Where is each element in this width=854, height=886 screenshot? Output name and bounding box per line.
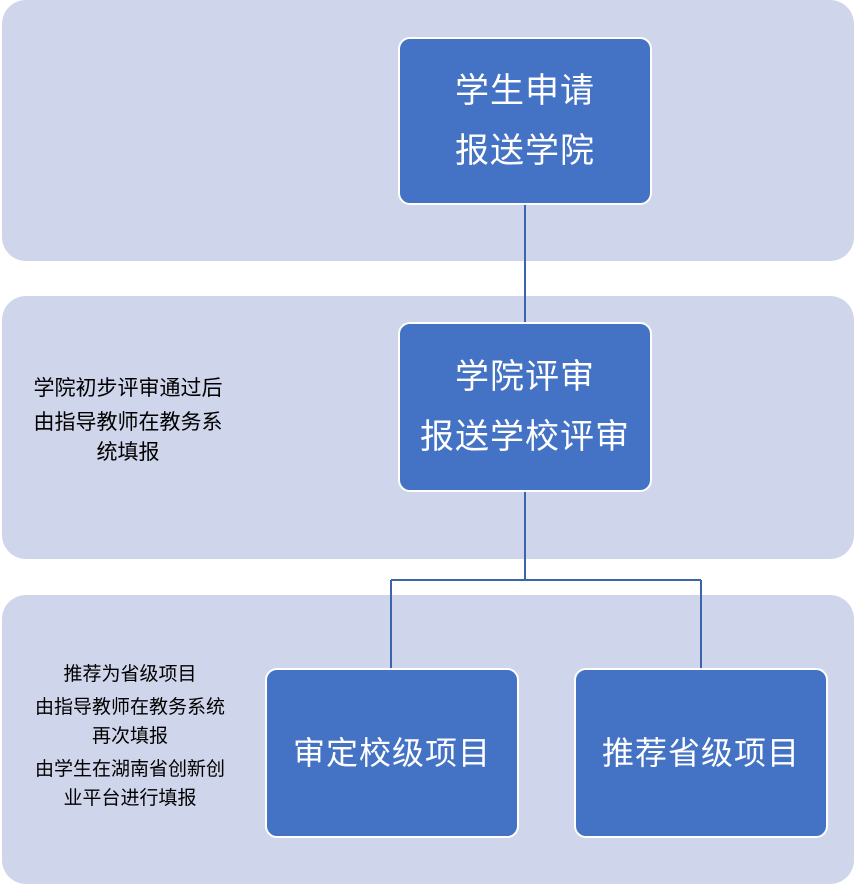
node-student-apply-line1: 学生申请 xyxy=(455,71,595,111)
note-final-stage-line3: 再次填报 xyxy=(91,725,168,747)
node-college-review-line2: 报送学校评审 xyxy=(420,417,630,457)
node-school-project: 审定校级项目 xyxy=(265,668,519,838)
node-college-review: 学院评审 报送学校评审 xyxy=(398,322,652,492)
node-student-apply-line2: 报送学院 xyxy=(455,131,595,171)
node-school-project-label: 审定校级项目 xyxy=(292,734,491,772)
note-final-stage-line4: 由学生在湖南省创新创 xyxy=(34,758,225,780)
note-final-stage: 推荐为省级项目 由指导教师在教务系统 再次填报 由学生在湖南省创新创 业平台进行… xyxy=(12,660,248,813)
note-final-stage-line5: 业平台进行填报 xyxy=(63,787,197,809)
note-college-review: 学院初步评审通过后 由指导教师在教务系 统填报 xyxy=(8,373,248,467)
node-student-apply: 学生申请 报送学院 xyxy=(398,37,652,205)
note-final-stage-line2: 由指导教师在教务系统 xyxy=(34,696,225,718)
node-province-project: 推荐省级项目 xyxy=(574,668,828,838)
node-province-project-label: 推荐省级项目 xyxy=(601,734,800,772)
note-final-stage-line1: 推荐为省级项目 xyxy=(63,663,197,685)
note-college-review-line1: 学院初步评审通过后 xyxy=(33,376,223,400)
note-college-review-line2: 由指导教师在教务系 xyxy=(33,410,223,434)
note-college-review-line3: 统填报 xyxy=(96,440,160,464)
node-college-review-line1: 学院评审 xyxy=(455,357,595,397)
